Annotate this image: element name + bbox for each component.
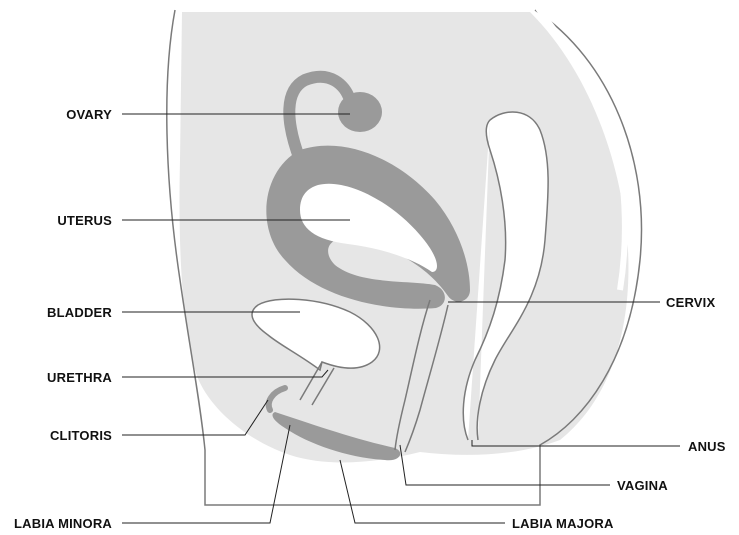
- label-vagina: VAGINA: [617, 478, 668, 493]
- label-anus: ANUS: [688, 439, 726, 454]
- label-urethra: URETHRA: [47, 370, 112, 385]
- label-labia-majora: LABIA MAJORA: [512, 516, 614, 531]
- label-clitoris: CLITORIS: [50, 428, 112, 443]
- label-labia-minora: LABIA MINORA: [14, 516, 112, 531]
- ovary-shape: [338, 92, 382, 132]
- label-bladder: BLADDER: [47, 305, 112, 320]
- label-cervix: CERVIX: [666, 295, 715, 310]
- label-ovary: OVARY: [66, 107, 112, 122]
- label-uterus: UTERUS: [57, 213, 112, 228]
- leader-labia-majora: [340, 460, 505, 523]
